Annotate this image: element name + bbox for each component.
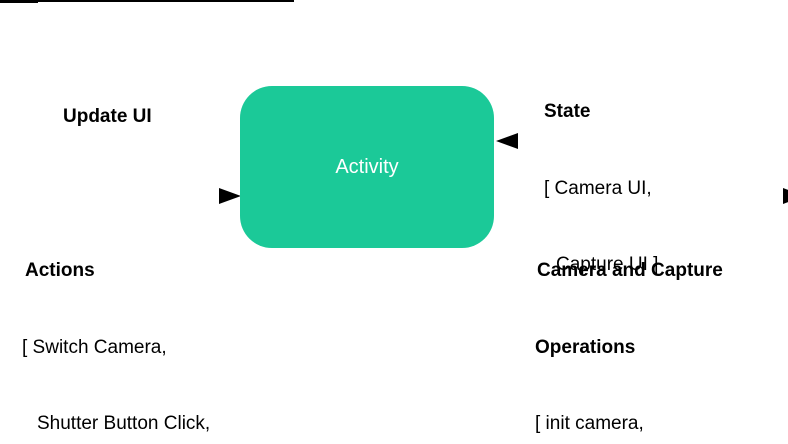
arrowhead-right-clipped-icon: [783, 188, 788, 204]
state-label-block: State [ Camera UI, Capture UI ]: [544, 48, 658, 329]
camera-operations-label-block: Camera and Capture Operations [ init cam…: [535, 207, 723, 444]
update-ui-label: Update UI: [63, 106, 152, 127]
state-line: [ Camera UI,: [544, 177, 652, 199]
state-line: Capture UI ]: [556, 254, 659, 275]
operations-arrow-line: [0, 0, 294, 2]
activity-node-label: Activity: [335, 155, 399, 178]
camera-operations-title-line-2: Operations: [535, 336, 636, 358]
actions-label-block: Actions [ Switch Camera, Shutter Button …: [22, 207, 257, 444]
arrowhead-right-icon: [219, 188, 241, 204]
arrowhead-left-icon: [496, 133, 518, 149]
activity-node: Activity: [240, 86, 494, 248]
camera-operations-line: [ init camera,: [535, 413, 644, 434]
state-title: State: [544, 101, 591, 122]
actions-line: Shutter Button Click,: [37, 413, 211, 434]
camera-operations-title-line-1: Camera and Capture: [537, 260, 723, 281]
actions-title: Actions: [25, 260, 95, 281]
actions-line: [ Switch Camera,: [22, 336, 167, 358]
